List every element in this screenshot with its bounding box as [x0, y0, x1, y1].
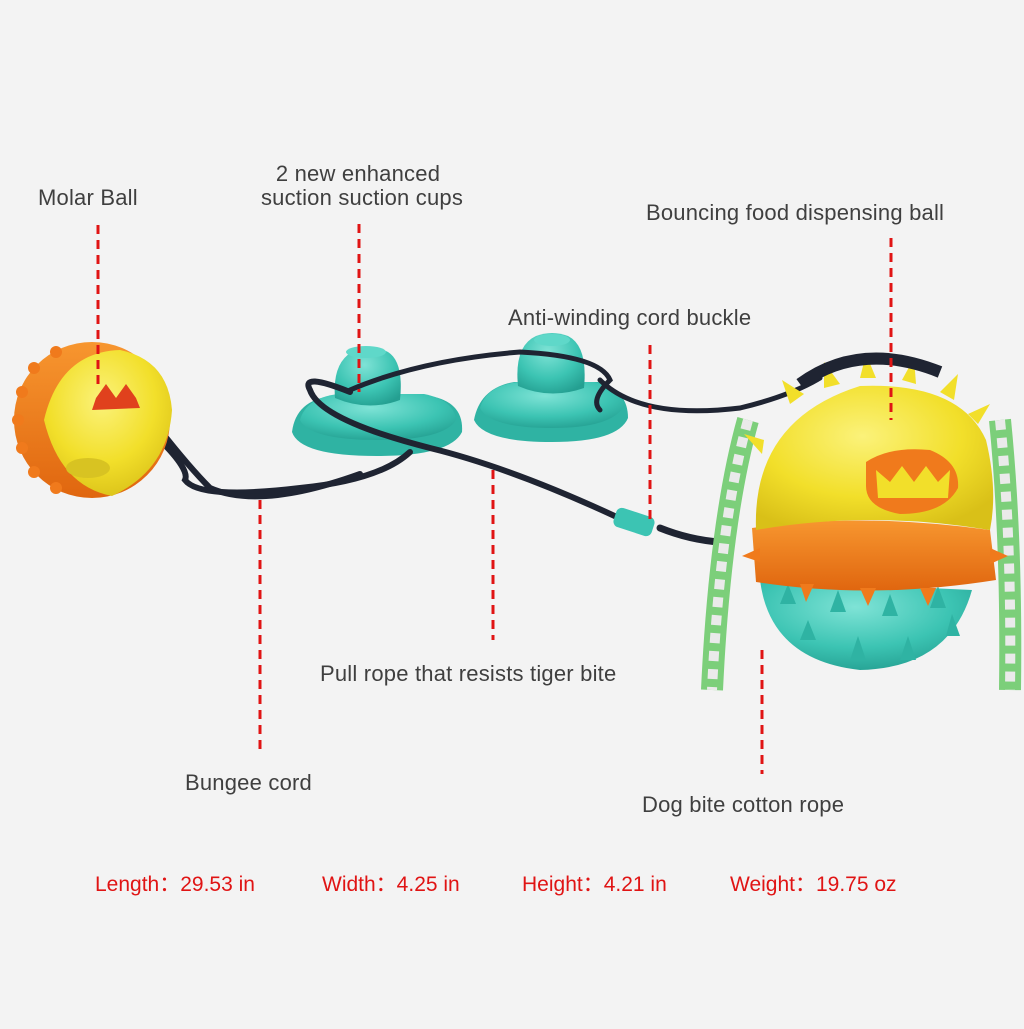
spec-length: Length：29.53 in: [95, 873, 255, 896]
food-dispensing-ball: [701, 352, 1022, 691]
molar-ball: [12, 342, 172, 498]
label-cord-buckle: Anti-winding cord buckle: [508, 305, 752, 330]
label-suction-cups-line2: suction suction cups: [260, 185, 464, 210]
callout-lines: [96, 224, 893, 774]
suction-cup-right: [474, 333, 628, 442]
cotton-rope: [701, 417, 1022, 691]
label-suction-cups-line1: 2 new enhanced: [275, 161, 441, 186]
cord-buckle: [613, 507, 655, 537]
label-pull-rope: Pull rope that resists tiger bite: [320, 661, 617, 686]
label-food-ball: Bouncing food dispensing ball: [646, 200, 945, 225]
spec-width: Width：4.25 in: [322, 873, 460, 896]
spec-height: Height：4.21 in: [522, 873, 667, 896]
label-cotton-rope: Dog bite cotton rope: [642, 792, 845, 817]
spec-weight: Weight：19.75 oz: [730, 873, 897, 896]
label-molar-ball: Molar Ball: [38, 185, 138, 210]
label-bungee: Bungee cord: [185, 770, 312, 795]
specs-row: Length：29.53 in Width：4.25 in Height：4.2…: [0, 868, 1024, 898]
